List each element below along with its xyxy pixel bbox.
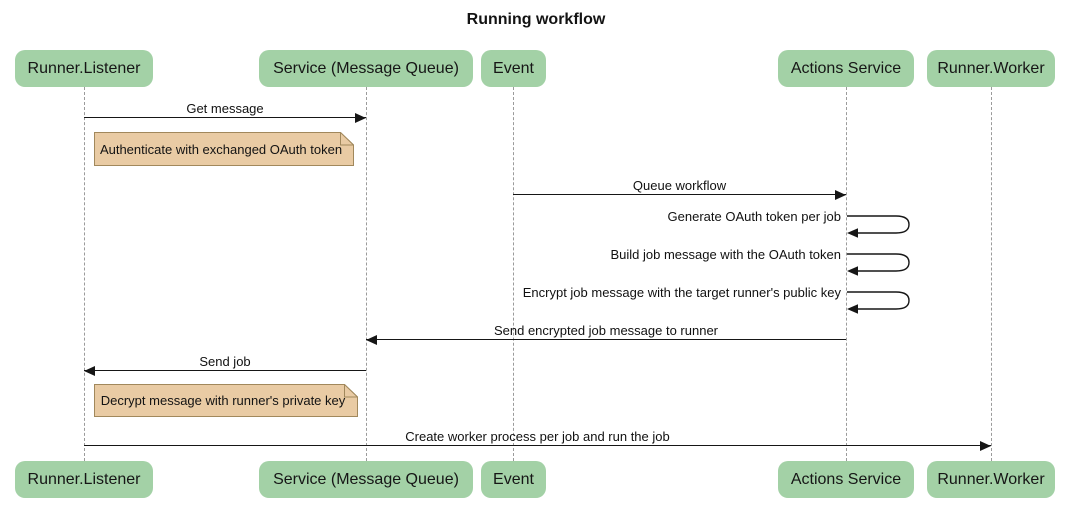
arrowhead-left-icon xyxy=(366,335,377,345)
note-text: Decrypt message with runner's private ke… xyxy=(100,393,346,408)
actor-top-runner-listener: Runner.Listener xyxy=(15,50,153,87)
message-label-create-worker: Create worker process per job and run th… xyxy=(405,429,670,444)
diagram-title: Running workflow xyxy=(466,11,606,28)
actor-bottom-actions-service: Actions Service xyxy=(778,461,914,498)
arrowhead-left-icon xyxy=(84,366,95,376)
message-line xyxy=(513,194,846,196)
note-authenticate: Authenticate with exchanged OAuth token xyxy=(94,132,354,166)
actor-bottom-service-mq: Service (Message Queue) xyxy=(259,461,473,498)
lifeline-runner-listener xyxy=(84,87,85,461)
note-shape-icon xyxy=(94,132,354,166)
actor-top-runner-worker: Runner.Worker xyxy=(927,50,1055,87)
message-label-send-encrypted: Send encrypted job message to runner xyxy=(493,323,719,338)
lifeline-actions-service xyxy=(846,87,847,461)
message-line xyxy=(366,339,846,341)
arrowhead-right-icon xyxy=(835,190,846,200)
message-line xyxy=(84,445,991,447)
lifeline-runner-worker xyxy=(991,87,992,461)
actor-top-service-mq: Service (Message Queue) xyxy=(259,50,473,87)
message-label-queue-workflow: Queue workflow xyxy=(632,178,727,193)
note-text: Authenticate with exchanged OAuth token xyxy=(99,141,343,157)
message-label-get-message: Get message xyxy=(186,101,264,116)
message-line xyxy=(84,117,366,119)
message-label-generate-oauth: Generate OAuth token per job xyxy=(667,209,841,224)
self-loop-icon xyxy=(847,291,910,314)
arrowhead-right-icon xyxy=(355,113,366,123)
self-loop-icon xyxy=(847,215,910,238)
actor-bottom-event: Event xyxy=(481,461,546,498)
message-line xyxy=(84,370,366,372)
lifeline-service-mq xyxy=(366,87,367,461)
message-label-build-job-message: Build job message with the OAuth token xyxy=(610,247,841,262)
arrowhead-right-icon xyxy=(980,441,991,451)
note-decrypt: Decrypt message with runner's private ke… xyxy=(94,384,358,417)
self-loop-icon xyxy=(847,253,910,276)
note-shape-icon xyxy=(94,384,358,417)
actor-bottom-runner-worker: Runner.Worker xyxy=(927,461,1055,498)
message-label-encrypt-job-message: Encrypt job message with the target runn… xyxy=(522,285,841,300)
lifeline-event xyxy=(513,87,514,461)
actor-top-event: Event xyxy=(481,50,546,87)
message-label-send-job: Send job xyxy=(199,354,251,369)
actor-bottom-runner-listener: Runner.Listener xyxy=(15,461,153,498)
actor-top-actions-service: Actions Service xyxy=(778,50,914,87)
